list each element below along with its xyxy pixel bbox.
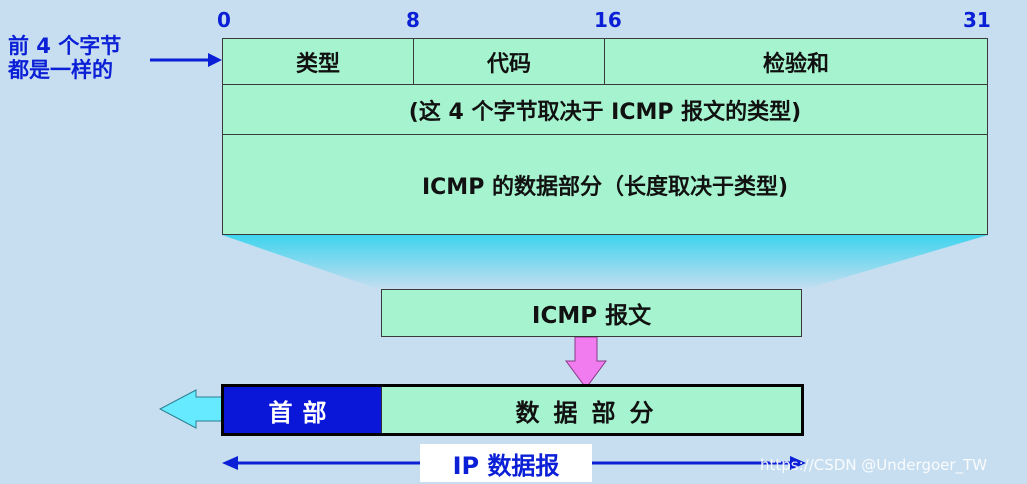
bit-label-0: 0 bbox=[217, 8, 231, 32]
bit-label-8: 8 bbox=[406, 8, 420, 32]
bit-label-31: 31 bbox=[963, 8, 991, 32]
field-checksum: 检验和 bbox=[604, 38, 988, 85]
bit-label-16: 16 bbox=[594, 8, 622, 32]
icmp-message-box: ICMP 报文 bbox=[381, 289, 802, 337]
field-type: 类型 bbox=[222, 38, 414, 85]
watermark: https://CSDN @Undergoer_TW bbox=[760, 456, 988, 474]
field-code: 代码 bbox=[413, 38, 605, 85]
funnel-shape bbox=[222, 235, 988, 290]
side-note: 前 4 个字节 都是一样的 bbox=[8, 34, 121, 82]
ip-span-arrowhead-right bbox=[790, 456, 806, 470]
side-note-line1: 前 4 个字节 bbox=[8, 34, 122, 58]
side-note-line2: 都是一样的 bbox=[8, 58, 113, 82]
pink-down-arrow bbox=[565, 336, 607, 389]
ip-data: 数据部分 bbox=[381, 387, 801, 433]
ip-datagram-box bbox=[221, 384, 804, 436]
cyan-left-arrow bbox=[158, 389, 223, 429]
ip-header: 首部 bbox=[224, 387, 381, 433]
ip-datagram-label: IP 数据报 bbox=[420, 444, 592, 482]
field-type-dependent: (这 4 个字节取决于 ICMP 报文的类型) bbox=[222, 84, 988, 135]
field-data: ICMP 的数据部分（长度取决于类型) bbox=[222, 134, 988, 235]
side-note-arrowhead bbox=[208, 53, 222, 67]
ip-span-arrowhead-left bbox=[222, 456, 238, 470]
